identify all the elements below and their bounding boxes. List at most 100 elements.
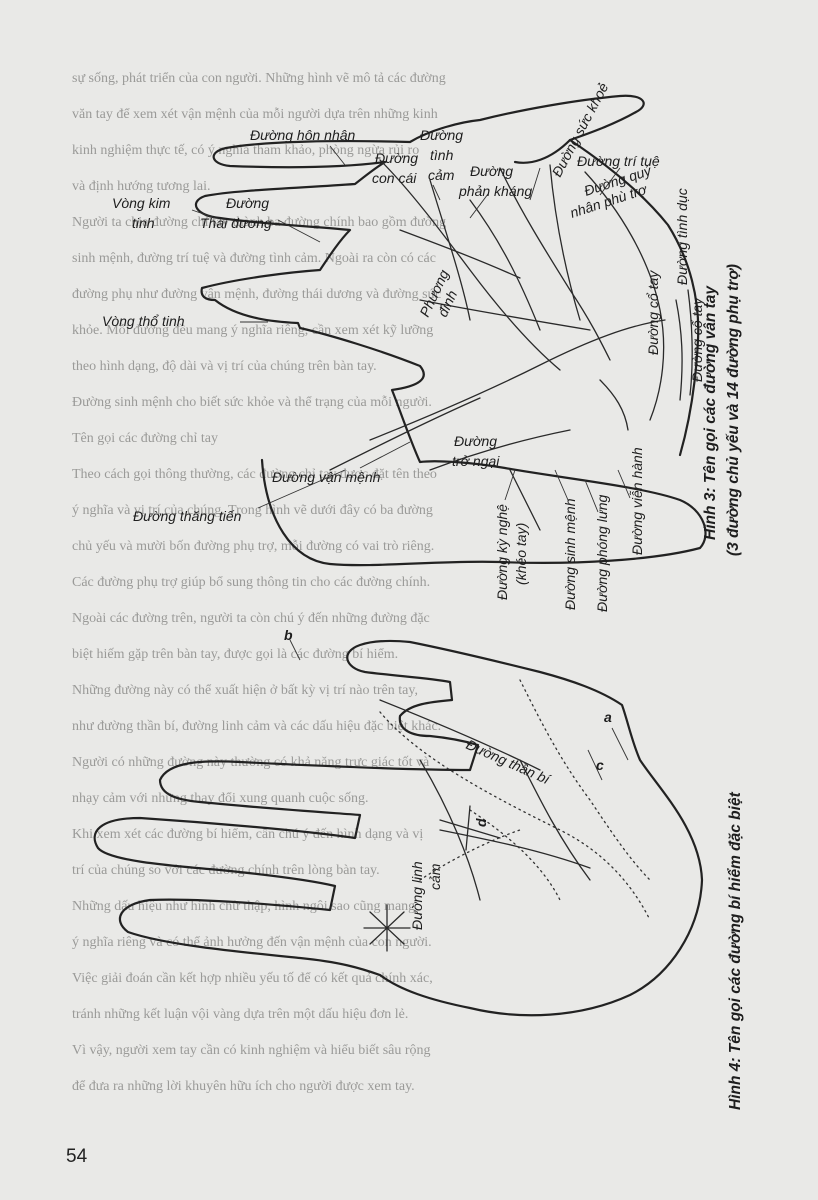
label-duong-van-menh: Đường vận mệnh: [272, 469, 381, 485]
leader-line: [432, 184, 441, 201]
leader-line: [289, 639, 301, 661]
dotted-line: [469, 809, 561, 901]
show-through-line: như đường thần bí, đường linh cảm và các…: [72, 719, 441, 734]
show-through-line: Theo cách gọi thông thường, các đường ch…: [72, 467, 437, 482]
show-through-line: theo hình dạng, độ dài và vị trí của chú…: [72, 359, 377, 374]
label-duong-ky-nghe-2: (khéo tay): [513, 523, 529, 585]
mark-b: b: [284, 627, 293, 643]
intuition-line: [519, 679, 651, 881]
label-duong-sinh-menh: Đường sinh mệnh: [562, 498, 578, 610]
wrist-line: [675, 299, 683, 401]
label-vong-kim-tinh-1: Vòng kim: [112, 195, 171, 211]
leader-line: [191, 209, 216, 219]
label-duong-con-cai-2: con cái: [372, 170, 417, 186]
leader-line: [329, 145, 346, 166]
label-duong-linh-cam-1: Đường linh: [409, 861, 425, 930]
show-through-line: khỏe. Mỗi đường đều mang ý nghĩa riêng, …: [72, 323, 433, 338]
figure3-caption-line1: Hình 3: Tên gọi các đường vân tay: [702, 285, 719, 540]
figure4-caption: Hình 4: Tên gọi các đường bí hiểm đặc bi…: [727, 791, 744, 1110]
label-duong-than-bi: Đường thần bí: [464, 736, 554, 788]
label-duong-tro-ngai-1: Đường: [454, 433, 497, 449]
label-duong-phong-lung: Đường phóng lưng: [594, 495, 610, 612]
leader-line: [599, 167, 621, 196]
leader-line: [529, 167, 541, 201]
fate-line: [369, 319, 666, 441]
show-through-line: đường phụ như đường vận mệnh, đường thái…: [72, 287, 441, 302]
show-through-line: tránh những kết luận vội vàng dựa trên m…: [72, 1007, 408, 1022]
hand-outline-3: [194, 94, 707, 567]
label-duong-tro-ngai-2: trở ngại: [452, 453, 500, 469]
show-through-line: và định hướng tương lai.: [72, 179, 210, 194]
show-through-line: Ngoài các đường trên, người ta còn chú ý…: [72, 611, 430, 626]
life-line: [584, 171, 665, 421]
leader-line: [611, 727, 629, 761]
label-duong-tinh-cam-1: Đường: [420, 127, 463, 143]
label-duong-phan-khang-1: Đường: [470, 163, 513, 179]
label-duong-hon-nhan: Đường hôn nhân: [250, 127, 356, 143]
health-line: [549, 164, 581, 321]
hand-finger-gap-3: [513, 138, 572, 164]
show-through-line: để đưa ra những lời khuyên hữu ích cho n…: [72, 1079, 415, 1094]
figure3-caption-line2: (3 đường chủ yếu và 14 đường phụ trợ): [725, 264, 742, 556]
leader-line: [504, 469, 516, 501]
minor-line: [509, 469, 541, 531]
leader-line: [469, 193, 489, 219]
label-duong-tinh-duc: Đường tình dục: [674, 188, 690, 285]
label-duong-tri-tue: Đường trí tuệ: [577, 153, 660, 169]
show-through-line: Tên gọi các đường chỉ tay: [72, 431, 218, 446]
show-through-line: biệt hiếm gặp trên bàn tay, được gọi là …: [72, 647, 398, 662]
show-through-line: Đường sinh mệnh cho biết sức khỏe và thể…: [72, 395, 432, 410]
label-duong-co-tay-1: Đường cổ tay: [645, 270, 661, 355]
minor-line: [399, 229, 521, 279]
cross-mark: [439, 805, 501, 851]
show-through-line: văn tay để xem xét vận mệnh của mỗi ngườ…: [72, 107, 438, 122]
show-through-line: sinh mệnh, đường trí tuệ và đường tình c…: [72, 251, 436, 266]
leader-line: [584, 479, 599, 513]
label-duong-thai-duong-2: Thái dương: [200, 215, 272, 231]
show-through-line: ý nghĩa riêng và có thể ảnh hưởng đến vậ…: [72, 935, 432, 950]
page-number: 54: [66, 1146, 88, 1167]
mark-a: a: [604, 709, 612, 725]
minor-line: [439, 829, 591, 869]
show-through-line: chủ yếu và mười bốn đường phụ trợ, mỗi đ…: [72, 539, 434, 554]
show-through-line: Các đường phụ trợ giúp bổ sung thông tin…: [72, 575, 430, 590]
leader-line: [359, 441, 411, 469]
label-duong-thang-tien: Đường thăng tiến: [133, 508, 242, 524]
minor-line: [419, 299, 591, 331]
label-duong-linh-cam-2: cảm: [427, 863, 443, 890]
label-vong-kim-tinh-2: tinh: [132, 215, 155, 231]
minor-line: [519, 759, 591, 881]
dotted-line: [419, 829, 521, 881]
minor-line: [419, 759, 481, 901]
show-through-line: Những đường này có thể xuất hiện ở bất k…: [72, 683, 418, 698]
mark-c: c: [596, 757, 604, 773]
hand-figure-4: Đường thần bí Đường linh cảm a b c d Hìn…: [93, 627, 744, 1110]
label-duong-tinh-cam-2: tình: [430, 147, 454, 163]
show-through-line: nhạy cảm với những thay đổi xung quanh c…: [72, 791, 369, 806]
label-duong-ky-nghe-1: Đường kỳ nghệ: [494, 504, 510, 600]
minor-line: [429, 179, 471, 321]
label-duong-phan-khang-2: phản kháng: [458, 183, 532, 199]
hand-outline-4: [93, 639, 704, 1017]
label-duong-thai-duong-1: Đường: [226, 195, 269, 211]
show-through-text: sự sống, phát triển của con người. Những…: [72, 71, 446, 1094]
heart-line: [379, 159, 561, 371]
minor-line: [469, 199, 541, 331]
label-duong-con-cai-1: Đường: [375, 150, 418, 166]
leader-line: [554, 469, 569, 501]
show-through-line: Khi xem xét các đường bí hiểm, cần chú ý…: [72, 827, 423, 842]
leader-line: [277, 219, 321, 243]
mark-d: d: [473, 818, 489, 827]
label-vong-tho-tinh: Vòng thổ tinh: [102, 313, 185, 329]
minor-line: [429, 429, 571, 471]
minor-line: [599, 379, 629, 431]
leader-line: [617, 469, 631, 499]
mystic-line: [379, 711, 651, 921]
leader-line: [587, 749, 603, 781]
show-through-line: ý nghĩa và vị trí của chúng. Trong hình …: [72, 503, 433, 518]
leader-line: [257, 469, 346, 509]
hand-figure-3: Đường hôn nhân Đường tình cảm Đường con …: [102, 80, 742, 612]
sun-line: [329, 397, 481, 471]
label-duong-co-tay-2: Đường cổ tay: [689, 297, 705, 382]
